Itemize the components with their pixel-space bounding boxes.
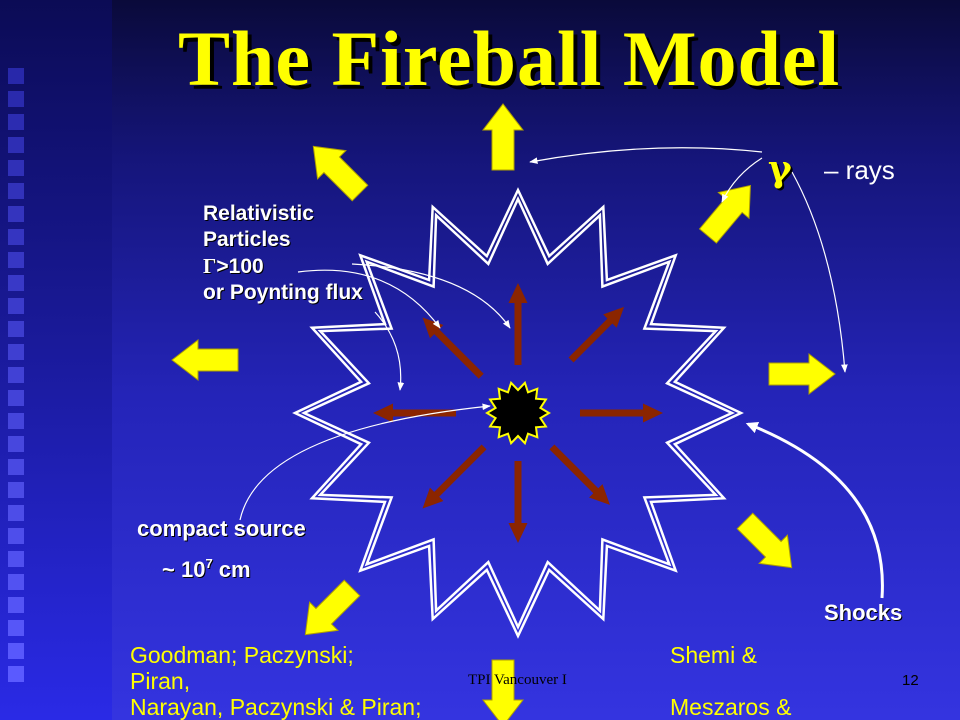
gamma-symbol: γ	[768, 148, 792, 190]
size-prefix: ~ 10	[162, 557, 206, 582]
compact-source-star	[485, 380, 551, 446]
relativistic-particles-label: Relativistic Particles Γ>100 or Poynting…	[203, 201, 363, 306]
decorative-square	[8, 298, 24, 314]
inner-arrow	[549, 444, 610, 505]
decorative-square	[8, 252, 24, 268]
decorative-square	[8, 275, 24, 291]
decorative-square	[8, 574, 24, 590]
lorentz-symbol: Γ	[203, 254, 217, 278]
reference-line-1-right: Shemi &	[670, 642, 757, 668]
decorative-square	[8, 344, 24, 360]
inner-arrow	[580, 403, 663, 423]
outer-arrow-right	[768, 352, 836, 396]
decorative-square	[8, 321, 24, 337]
outer-arrow-left	[171, 338, 239, 382]
outer-arrows-group	[171, 103, 836, 720]
reference-line-2-left: Piran,	[130, 668, 191, 694]
callout-gamma-to-right-arrow	[791, 171, 848, 373]
footer-text: TPI Vancouver I	[468, 672, 567, 688]
inner-arrow	[508, 461, 528, 543]
shocks-label: Shocks	[824, 600, 903, 625]
references: Goodman; Paczynski; Shemi & Piran, Naray…	[130, 642, 792, 720]
reference-line-1: Goodman; Paczynski; Shemi &	[130, 642, 790, 668]
outer-arrow-upper-right	[698, 184, 751, 244]
callout-particles-1	[297, 269, 441, 329]
decorative-square	[8, 597, 24, 613]
shell-outline-inner	[300, 195, 736, 631]
fireball-shell	[292, 187, 744, 639]
decorative-square	[8, 505, 24, 521]
callout-particles-3	[374, 311, 405, 391]
decorative-square	[8, 666, 24, 682]
size-exponent: 7	[205, 556, 213, 571]
decorative-square	[8, 620, 24, 636]
decorative-square	[8, 229, 24, 245]
decorative-square	[8, 183, 24, 199]
outer-arrow-lower-left	[304, 579, 361, 636]
outer-arrow-upper-left	[312, 145, 369, 202]
callout-particles-2	[351, 263, 511, 329]
poynting-line: or Poynting flux	[203, 281, 363, 304]
lorentz-factor-line: Γ>100	[203, 253, 363, 280]
slide-title: The Fireball Model	[178, 15, 841, 102]
inner-arrow	[508, 283, 528, 365]
compact-source-label: compact source	[137, 516, 306, 541]
reference-line-3-left: Narayan, Paczynski & Piran;	[130, 694, 422, 720]
decorative-square	[8, 436, 24, 452]
size-unit: cm	[212, 557, 251, 582]
inner-arrow	[422, 317, 484, 379]
decorative-square	[8, 482, 24, 498]
page-number: 12	[902, 672, 919, 689]
inner-arrow	[373, 403, 456, 423]
reference-line-3-right: Meszaros &	[670, 694, 792, 720]
source-size-label: ~ 107 cm	[162, 556, 251, 583]
decorative-square	[8, 206, 24, 222]
decorative-square	[8, 390, 24, 406]
relativistic-line: Relativistic	[203, 202, 314, 225]
callout-shocks	[745, 421, 884, 599]
outer-arrow-bottom	[481, 659, 525, 720]
decorative-square	[8, 459, 24, 475]
decorative-square	[8, 367, 24, 383]
decorative-square	[8, 68, 24, 84]
callout-compact-source	[239, 403, 491, 521]
decorative-square	[8, 114, 24, 130]
inner-arrow	[422, 444, 487, 509]
decorative-square	[8, 551, 24, 567]
shell-outline-outer	[292, 187, 744, 639]
decorative-square	[8, 160, 24, 176]
decorative-square	[8, 643, 24, 659]
inner-arrow	[568, 306, 625, 363]
decorative-square	[8, 413, 24, 429]
inner-arrows-group	[373, 283, 663, 543]
outer-arrow-top	[481, 103, 525, 171]
callout-gamma-to-upper-right-arrow	[721, 157, 763, 203]
callout-gamma-to-top-arrow	[529, 147, 763, 164]
outer-arrow-lower-right	[736, 512, 793, 569]
decorative-square	[8, 528, 24, 544]
callout-lines	[239, 147, 884, 599]
reference-line-3: Narayan, Paczynski & Piran; Meszaros &	[130, 694, 792, 720]
reference-line-1-left: Goodman; Paczynski;	[130, 642, 354, 668]
decorative-square	[8, 137, 24, 153]
particles-line: Particles	[203, 228, 291, 251]
rays-label: – rays	[824, 155, 895, 185]
reference-line-2: Piran,	[130, 668, 790, 694]
lorentz-value: >100	[216, 255, 264, 278]
decorative-square	[8, 91, 24, 107]
